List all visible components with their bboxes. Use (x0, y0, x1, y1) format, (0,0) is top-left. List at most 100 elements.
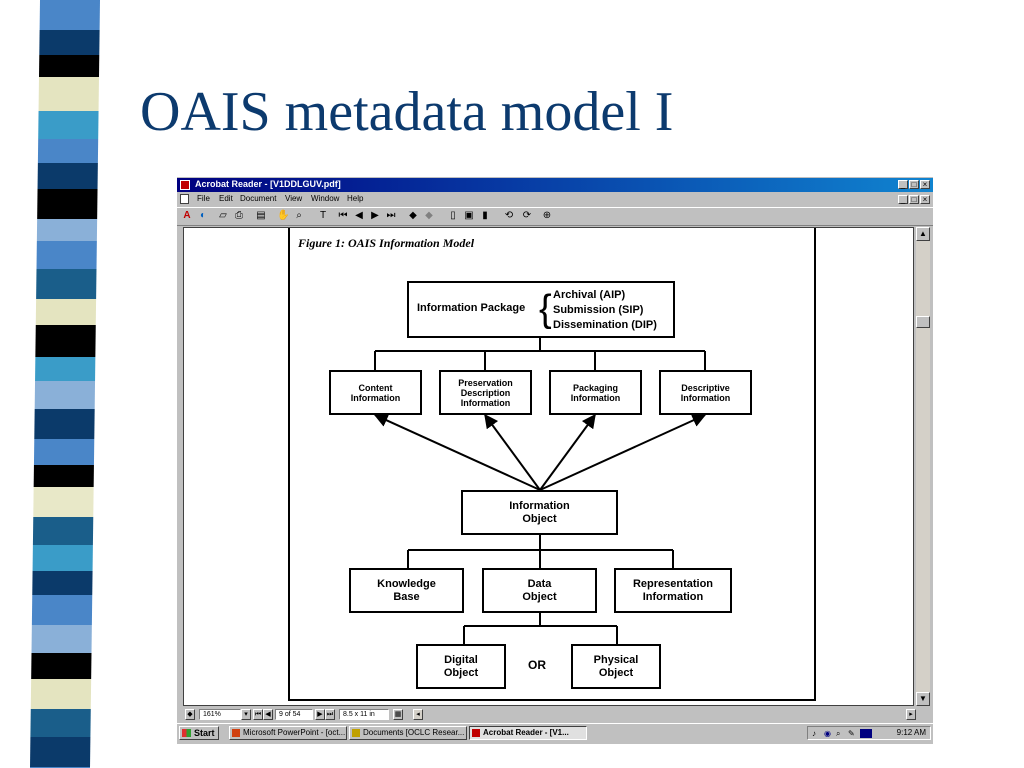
speaker-icon[interactable]: ♪ (812, 729, 816, 738)
digital-object-box: Digital Object (416, 644, 506, 689)
page-number-field[interactable]: 9 of 54 (275, 709, 313, 720)
print-icon[interactable]: ⎙ (235, 210, 243, 221)
toolbar: A ◐ ▱ ⎙ ▤ ✋ ⌕ T ⏮ ◀ ▶ ⏭ ◆ ◆ ▯ ▣ ▮ ⟲ ⟳ ⊕ (177, 207, 933, 226)
figure-connectors (373, 338, 707, 644)
stripe (34, 409, 95, 439)
go-back-icon[interactable]: ◆ (409, 210, 417, 221)
vertical-scrollbar[interactable]: ▲ ▼ (916, 227, 930, 706)
document-view[interactable]: Figure 1: OAIS Information Model (183, 227, 914, 706)
stripe (30, 737, 91, 767)
go-forward-icon[interactable]: ◆ (425, 210, 433, 221)
stripe (39, 30, 100, 55)
hscroll-right-button[interactable]: ▸ (906, 709, 916, 720)
zoom-dropdown-button[interactable]: ▾ (241, 709, 251, 720)
fit-width-icon[interactable]: ▮ (482, 210, 488, 221)
last-page-icon[interactable]: ⏭ (386, 210, 396, 221)
minimize-button[interactable]: _ (898, 180, 908, 189)
scroll-up-button[interactable]: ▲ (916, 227, 930, 241)
first-page-icon[interactable]: ⏮ (338, 210, 348, 221)
menu-window[interactable]: Window (311, 194, 340, 203)
doc-restore-button[interactable]: □ (909, 195, 919, 204)
descriptive-information-box: Descriptive Information (659, 370, 752, 415)
stripe (31, 625, 92, 653)
status-next-page-button[interactable]: ▶ (315, 709, 325, 720)
acrobat-task-icon (472, 729, 480, 737)
information-package-box: Information Package { Archival (AIP) Sub… (407, 281, 675, 338)
system-tray: ♪ ◉ ⌕ ✎ 9:12 AM (807, 726, 931, 740)
previous-page-icon[interactable]: ◀ (355, 210, 363, 221)
aip-label: Archival (AIP) (553, 289, 626, 301)
rotate-icon[interactable]: ⟲ (504, 210, 514, 221)
packaging-information-box: Packaging Information (549, 370, 642, 415)
acrobat-icon[interactable]: A (183, 210, 191, 221)
stripe (37, 189, 98, 219)
stripe (38, 77, 99, 111)
stripe (35, 357, 96, 381)
information-object-box: Information Object (461, 490, 618, 535)
language-icon[interactable] (860, 729, 872, 738)
status-bar: ◆ 161% ▾ ⏮ ◀ 9 of 54 ▶ ⏭ 8.5 x 11 in ▦ ◂… (183, 708, 928, 721)
zoom-field[interactable]: 161% (199, 709, 241, 720)
hscroll-left-button[interactable]: ◂ (413, 709, 423, 720)
information-package-label: Information Package (417, 302, 526, 314)
physical-object-box: Physical Object (571, 644, 661, 689)
menu-file[interactable]: File (197, 194, 210, 203)
menu-bar: File Edit Document View Window Help _ □ … (177, 193, 933, 206)
stripe (32, 517, 94, 545)
status-previous-page-button[interactable]: ◀ (263, 709, 273, 720)
powerpoint-icon (232, 729, 240, 737)
color-icon[interactable]: ◐ (199, 210, 207, 221)
stripe (31, 653, 92, 679)
menu-help[interactable]: Help (347, 194, 364, 203)
stripe (36, 241, 97, 269)
menu-edit[interactable]: Edit (219, 194, 233, 203)
acrobat-app-icon[interactable] (180, 180, 190, 190)
figure-title: Figure 1: OAIS Information Model (298, 236, 475, 250)
start-button[interactable]: Start (179, 726, 219, 740)
menu-view[interactable]: View (285, 194, 303, 203)
task-acrobat-reader[interactable]: Acrobat Reader - [V1... (469, 726, 587, 740)
folder-icon (352, 729, 360, 737)
stripe (37, 163, 98, 189)
network-icon[interactable]: ◉ (824, 729, 831, 738)
zoom-tool-icon[interactable]: ⌕ (296, 210, 302, 221)
decorative-stripe-band (30, 0, 100, 768)
task-powerpoint[interactable]: Microsoft PowerPoint - [oct... (229, 726, 347, 740)
document-icon[interactable] (180, 194, 189, 204)
go-to-icon[interactable]: ◆ (185, 709, 195, 720)
search-tray-icon[interactable]: ⌕ (836, 729, 841, 738)
windows-taskbar: Start Microsoft PowerPoint - [oct... Doc… (177, 723, 933, 742)
open-icon[interactable]: ▱ (219, 210, 227, 221)
status-last-page-button[interactable]: ⏭ (325, 709, 335, 720)
close-button[interactable]: × (920, 180, 930, 189)
task-documents[interactable]: Documents [OCLC Resear... (349, 726, 467, 740)
stripe (30, 709, 91, 737)
find-icon[interactable]: ⊕ (542, 210, 552, 221)
scroll-thumb[interactable] (916, 316, 930, 328)
window-title-bar[interactable]: Acrobat Reader - [V1DDLGUV.pdf] _ □ × (177, 178, 933, 192)
fit-page-icon[interactable]: ▣ (464, 210, 474, 221)
doc-close-button[interactable]: × (920, 195, 930, 204)
stripe (34, 381, 96, 409)
stripe (35, 325, 96, 357)
stripe (38, 55, 100, 77)
or-label: OR (528, 658, 546, 672)
data-object-box: Data Object (482, 568, 597, 613)
stripe (38, 111, 99, 139)
scroll-down-button[interactable]: ▼ (916, 692, 930, 706)
status-first-page-button[interactable]: ⏮ (253, 709, 263, 720)
clock: 9:12 AM (896, 728, 926, 737)
page-layout-button[interactable]: ▦ (393, 709, 403, 720)
maximize-button[interactable]: □ (909, 180, 919, 189)
sip-label: Submission (SIP) (553, 304, 644, 316)
show-hide-icon[interactable]: ▤ (256, 210, 266, 221)
representation-information-box: Representation Information (614, 568, 732, 613)
rotate-right-icon[interactable]: ⟳ (522, 210, 532, 221)
text-select-icon[interactable]: T (319, 210, 327, 221)
next-page-icon[interactable]: ▶ (371, 210, 379, 221)
tools-tray-icon[interactable]: ✎ (848, 729, 855, 738)
actual-size-icon[interactable]: ▯ (450, 210, 456, 221)
hand-tool-icon[interactable]: ✋ (277, 210, 290, 221)
doc-minimize-button[interactable]: _ (898, 195, 908, 204)
menu-document[interactable]: Document (240, 194, 277, 203)
